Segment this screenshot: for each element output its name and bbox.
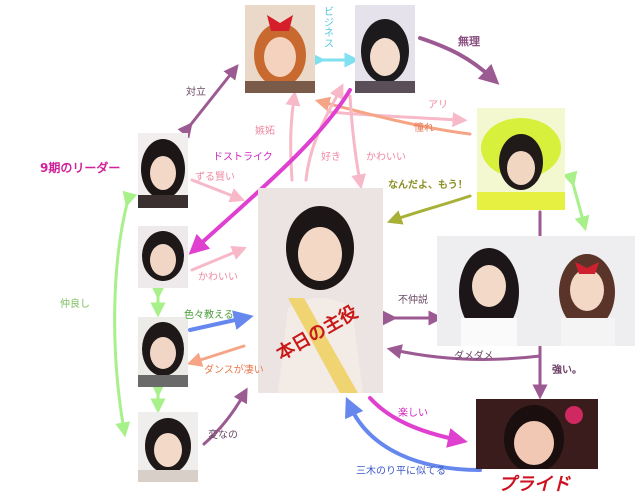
arrow-ari (326, 110, 468, 128)
label-tanoshii: 楽しい (398, 408, 428, 419)
arrow-dostrike (188, 88, 352, 255)
arrow-kawaii-top (348, 94, 367, 190)
photo-left-4 (138, 412, 198, 482)
arrow-nandayo (386, 194, 472, 225)
label-dostrike: ドストライク (213, 152, 273, 163)
arrow-henna (202, 387, 248, 446)
arrow-tanoshii (368, 396, 468, 448)
arrow-damedame (386, 344, 542, 361)
label-iroiro: 色々教える (184, 310, 234, 321)
photo-left-3 (138, 317, 188, 387)
label-mikinori: 三木のり平に似てる (356, 466, 446, 477)
arrow-muri (418, 36, 500, 85)
label-zurugashikoi: ずる賢い (195, 172, 235, 183)
label-ari: アリ (428, 100, 448, 111)
arrow-mikinori (345, 396, 482, 472)
photo-top-left (245, 5, 315, 93)
photo-center: 本日の主役 (258, 188, 383, 393)
label-pride: プライド (498, 474, 570, 495)
arrow-right-green (562, 170, 590, 232)
label-nandayo: なんだよ、もう！ (388, 180, 468, 191)
photo-top-right (355, 5, 415, 93)
label-kawaii-left: かわいい (198, 272, 238, 283)
photo-leader (138, 133, 188, 208)
photo-right-top (477, 108, 565, 210)
label-henna: 変なの (208, 430, 238, 441)
label-nakayoshi: 仲良し (60, 299, 90, 310)
label-damedame: ダメダメ (454, 351, 494, 362)
label-akogare: 憧れ (414, 123, 434, 134)
photo-pride (476, 399, 598, 469)
photo-left-2 (138, 226, 188, 288)
label-tairitsu: 対立 (186, 87, 206, 98)
label-leader: 9期のリーダー (40, 161, 121, 175)
arrow-tairitsu (177, 64, 239, 139)
label-kawaii-top: かわいい (366, 152, 406, 163)
arrow-dance (186, 344, 246, 367)
label-business: ビジネス (324, 7, 334, 50)
arrow-zurugashikoi (190, 178, 245, 203)
arrow-iroiro (188, 310, 254, 332)
label-muri: 無理 (458, 35, 480, 48)
label-dance: ダンスが凄い (204, 365, 264, 376)
arrow-nakayoshi (113, 190, 138, 438)
label-suki: 好き (321, 152, 341, 163)
arrow-kawaii-left (190, 245, 247, 272)
label-shitto: 嫉妬 (255, 126, 275, 137)
arrow-akogare (314, 96, 472, 136)
label-tsuyoi: 強い。 (552, 365, 582, 376)
label-fushinsetsu: 不仲説 (398, 295, 428, 306)
photo-pair (437, 236, 635, 346)
arrow-shitto (285, 90, 301, 182)
